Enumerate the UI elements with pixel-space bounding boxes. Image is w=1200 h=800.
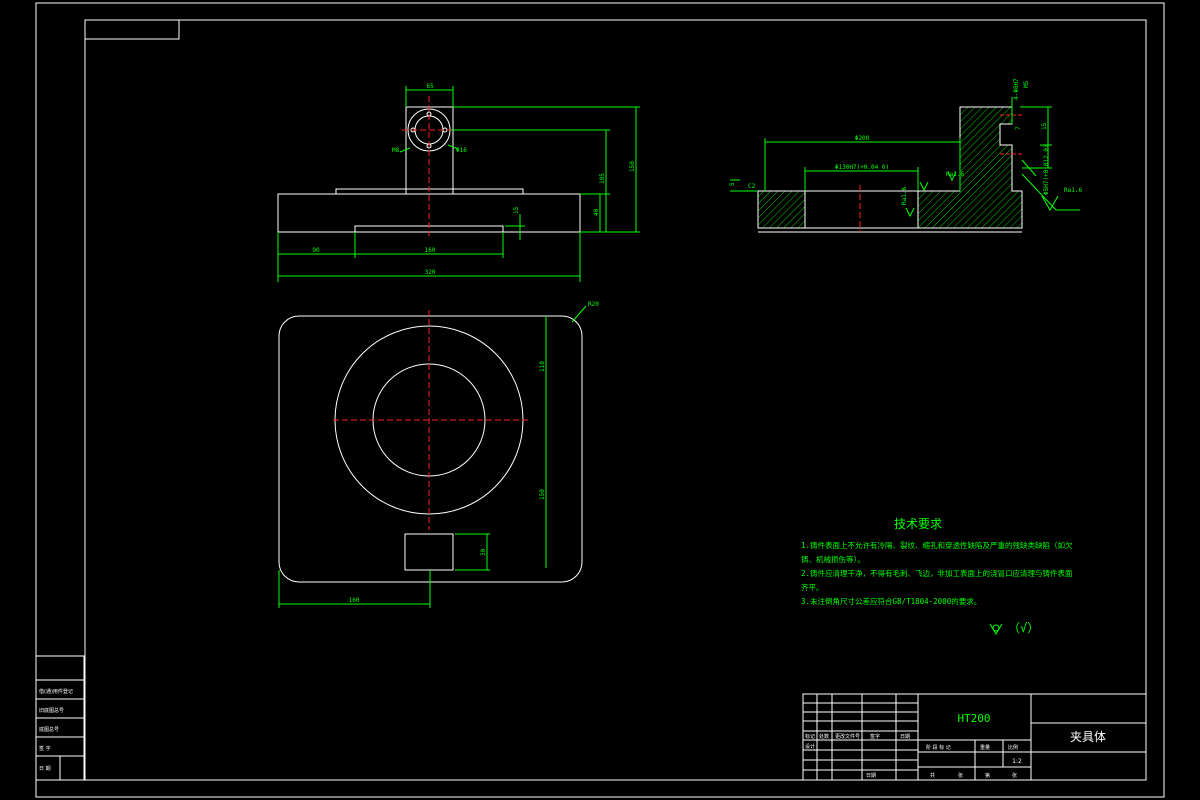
- dim-total-height: 150: [629, 161, 636, 172]
- tb-col-2: 更改文件号: [835, 733, 860, 740]
- dim-side-v2: 7: [1015, 126, 1022, 130]
- dim-left-width: 160: [349, 597, 360, 604]
- tech-note-3: 3.未注倒角尺寸公差应符合GB/T1804-2000的要求。: [801, 596, 981, 606]
- dim-upper-height: 110: [539, 361, 546, 372]
- tb-col-1: 处数: [819, 733, 829, 740]
- dim-mid-height: 105: [599, 173, 606, 184]
- scale-value: 1:2: [1012, 758, 1022, 765]
- section-view: [757, 106, 1023, 233]
- dim-rough-b: Ra1.6: [946, 171, 964, 178]
- corner-code-box: [84, 19, 180, 40]
- tech-note-2: 2.铸件应清理干净，不得有毛刺、飞边，非加工表面上的浇冒口应清理与铸件表面: [801, 568, 1073, 578]
- strip-label-4: 签 字: [39, 745, 51, 752]
- tb-weight: 重量: [980, 744, 990, 751]
- tb-bottom-0: 共: [930, 772, 935, 779]
- dim-side-v1: 15: [1041, 122, 1048, 130]
- dim-left-offset: 90: [312, 247, 320, 254]
- dim-bore-dia: Φ130H7(+0.04 0): [835, 164, 889, 171]
- dim-hole-left: M8: [392, 147, 400, 154]
- dim-side-lower: Φ5H7(+0.012 0): [1043, 144, 1050, 195]
- tb-col-3: 签字: [870, 733, 880, 740]
- dim-corner-radius: R20: [588, 301, 599, 308]
- drawing-title: 夹具体: [1070, 730, 1106, 744]
- dim-hole-right: Φ16: [456, 147, 467, 154]
- dim-rough-a: Ra1.6: [901, 187, 908, 205]
- dim-rough-c: Ra1.6: [1064, 187, 1082, 194]
- dim-top-width: 65: [426, 83, 434, 90]
- dim-left-small: 5: [729, 182, 736, 186]
- tb-scale: 比例: [1008, 744, 1018, 751]
- dim-slot-height: 30: [480, 548, 487, 556]
- dim-big-dia: Φ200: [855, 135, 870, 142]
- tb-col-0: 标记: [805, 733, 815, 740]
- dim-base-height: 40: [593, 208, 600, 216]
- tb-bottom-1: 张: [958, 772, 963, 779]
- tb-stage: 阶 段 标 记: [926, 744, 951, 751]
- material-label: HT200: [957, 712, 990, 725]
- section-dimensions: [730, 97, 1080, 218]
- plan-dimensions: [278, 305, 587, 608]
- front-dimensions: [277, 86, 640, 282]
- tb-col-4: 日期: [900, 734, 910, 740]
- tech-title: 技术要求: [894, 517, 942, 531]
- left-strip-table: [35, 655, 85, 781]
- tb-sign-0: 设计: [805, 743, 815, 750]
- outer-border: [35, 2, 1165, 798]
- title-block: [802, 693, 1147, 781]
- tb-date: 日期: [866, 773, 876, 779]
- front-centerlines: [402, 96, 456, 236]
- dim-lower-height: 150: [539, 489, 546, 500]
- tb-bottom-2: 第: [985, 772, 990, 779]
- dim-mid-span: 160: [425, 247, 436, 254]
- roughness-symbol-icon: [989, 623, 1003, 635]
- tech-note-1b: 铸、机械损伤等）。: [801, 554, 865, 564]
- strip-label-5: 日 期: [39, 766, 51, 772]
- dim-side-top: 4-Φ8H7: [1013, 78, 1020, 100]
- plan-view: [278, 315, 583, 583]
- tech-note-2b: 齐平。: [801, 582, 824, 592]
- tb-bottom-3: 张: [1012, 772, 1017, 779]
- inner-border: [84, 19, 1147, 781]
- roughness-note: （√）: [1008, 621, 1039, 635]
- strip-label-2: 旧底图总号: [39, 707, 64, 714]
- dim-total-width: 320: [425, 269, 436, 276]
- strip-label-3: 底图总号: [39, 726, 59, 733]
- tech-note-1: 1.铸件表面上不允许有冷隔、裂纹、缩孔和穿透性缺陷及严重的残缺类缺陷（如欠: [801, 540, 1073, 550]
- dimension-texts: 65 M8 Φ16 150 105 40 15 90 160 320 R20 1…: [312, 78, 1082, 604]
- plan-centerlines: [333, 310, 528, 530]
- tech-requirements: 技术要求 1.铸件表面上不允许有冷隔、裂纹、缩孔和穿透性缺陷及严重的残缺类缺陷（…: [801, 517, 1073, 635]
- dim-step: 15: [513, 206, 520, 214]
- dim-left-chamfer: C2: [748, 183, 756, 190]
- strip-label-1: 借(通)用件登记: [39, 688, 73, 695]
- dim-side-top2: M5: [1023, 80, 1030, 88]
